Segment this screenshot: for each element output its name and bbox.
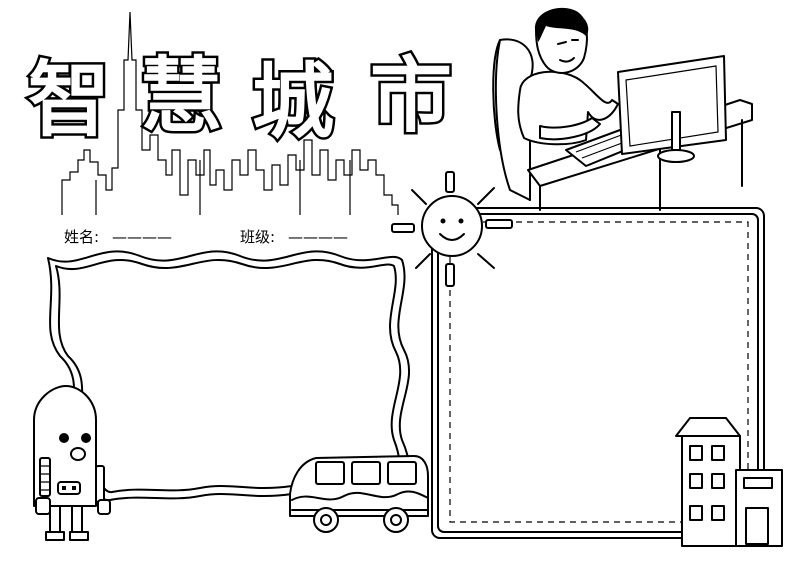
- sun-icon: [391, 171, 513, 287]
- bus-icon: [289, 455, 429, 533]
- robot-icon: [33, 385, 111, 541]
- title-char-3: 城: [252, 55, 334, 150]
- person-at-computer-icon: [492, 7, 753, 211]
- title-text: 智 慧 城 市: [26, 47, 455, 153]
- title-char-1: 智: [28, 53, 110, 148]
- name-label: 姓名:: [64, 228, 99, 246]
- title-char-2: 慧: [140, 49, 222, 144]
- skyline-icon: [61, 11, 399, 215]
- class-line[interactable]: ————: [288, 228, 348, 246]
- name-line[interactable]: ————: [112, 228, 172, 246]
- building-icon: [675, 417, 783, 547]
- title-char-4: 市: [370, 49, 452, 144]
- class-label: 班级:: [240, 228, 275, 246]
